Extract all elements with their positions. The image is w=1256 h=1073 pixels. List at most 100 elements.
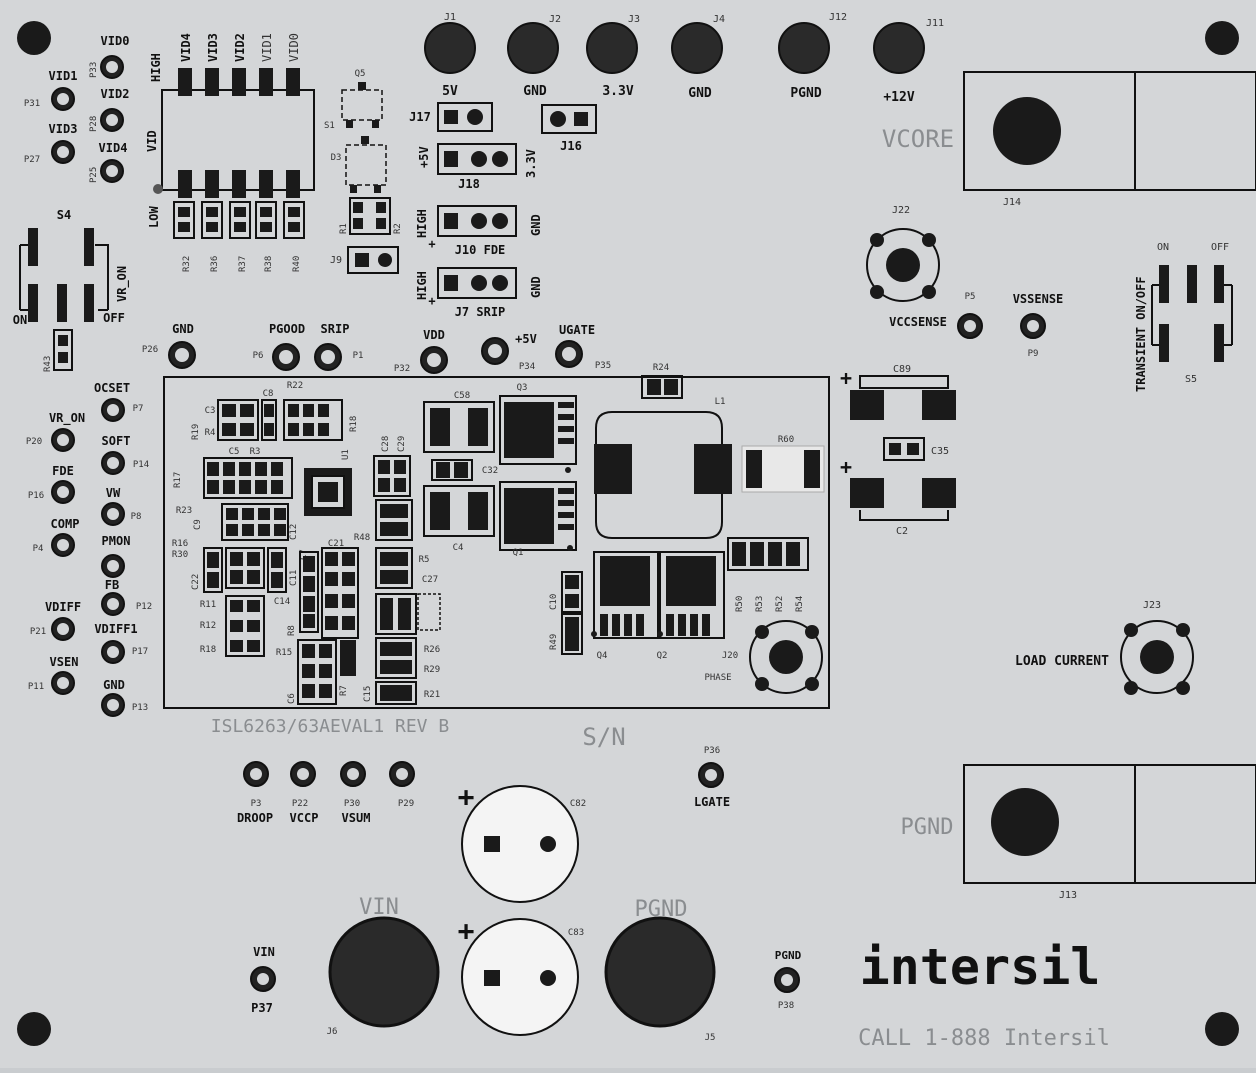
- probe-vid1[interactable]: VID1 P31: [24, 69, 78, 111]
- svg-text:R29: R29: [424, 665, 440, 675]
- low-label: LOW: [147, 206, 161, 228]
- svg-text:R18: R18: [200, 645, 216, 655]
- svg-text:C12: C12: [289, 524, 299, 540]
- svg-text:C82: C82: [570, 799, 586, 809]
- probe-vdd-p32[interactable]: VDD P32: [394, 328, 448, 374]
- svg-text:J23: J23: [1143, 600, 1161, 611]
- connector-j22-vccsense[interactable]: J22: [866, 205, 940, 302]
- switch-s4-vr-on[interactable]: S4 VR_ON ON OFF: [13, 208, 130, 327]
- svg-text:LOAD CURRENT: LOAD CURRENT: [1015, 654, 1109, 669]
- svg-text:FB: FB: [105, 578, 119, 592]
- svg-text:P36: P36: [704, 746, 720, 756]
- svg-text:R43: R43: [43, 356, 53, 372]
- svg-text:P4: P4: [33, 544, 44, 554]
- switch-s5-transient[interactable]: TRANSIENT ON/OFF ON OFF S5: [1134, 242, 1233, 392]
- probe-fde-p16[interactable]: FDE P16: [28, 464, 75, 504]
- svg-text:P38: P38: [778, 1001, 794, 1011]
- jumper-j10-fde[interactable]: HIGH + GND J10 FDE: [415, 205, 543, 257]
- connector-j2[interactable]: J2 GND: [507, 14, 561, 99]
- vid-label: VID: [145, 130, 159, 152]
- probe-vid2[interactable]: VID2 P28: [89, 87, 129, 132]
- probe-vccp-p22[interactable]: P22 VCCP: [290, 761, 319, 825]
- connector-j1[interactable]: J1 5V: [424, 12, 476, 99]
- svg-text:R5: R5: [419, 555, 430, 565]
- connector-label: PGND: [790, 86, 821, 101]
- probe-vin-p37[interactable]: VIN P37: [250, 945, 276, 1015]
- svg-text:PGOOD: PGOOD: [269, 322, 305, 336]
- probe-vw-p8[interactable]: VW P8: [101, 486, 141, 526]
- svg-text:P22: P22: [292, 799, 308, 809]
- terminal-pgnd-j5[interactable]: PGND J5: [604, 897, 716, 1043]
- svg-text:C22: C22: [191, 574, 201, 590]
- probe-vid0[interactable]: VID0 P33: [89, 34, 129, 79]
- connector-ref: J3: [628, 14, 640, 25]
- svg-text:HIGH: HIGH: [415, 271, 429, 300]
- connector-j4[interactable]: J4 GND: [671, 14, 725, 101]
- probe-vsen-p11[interactable]: VSEN P11: [28, 655, 79, 695]
- svg-text:Q4: Q4: [597, 651, 608, 661]
- probe-fb-p12[interactable]: FB P12: [101, 578, 152, 616]
- jumper-j17[interactable]: J17: [409, 102, 493, 132]
- svg-text:C4: C4: [453, 543, 464, 553]
- probe-vid3[interactable]: VID3 P27: [24, 122, 78, 165]
- svg-text:P25: P25: [89, 167, 99, 183]
- svg-text:+: +: [840, 455, 852, 479]
- probe-ocset-p7[interactable]: OCSET P7: [94, 381, 143, 422]
- svg-text:R40: R40: [292, 256, 302, 272]
- connector-label: +12V: [883, 90, 914, 105]
- svg-text:OCSET: OCSET: [94, 381, 130, 395]
- connector-j23-load-current[interactable]: J23 LOAD CURRENT: [1015, 600, 1194, 695]
- connector-j11[interactable]: J11 +12V: [873, 18, 944, 105]
- probe-vssense[interactable]: VSSENSE P9: [1013, 292, 1064, 359]
- svg-text:P6: P6: [253, 351, 264, 361]
- svg-text:VSSENSE: VSSENSE: [1013, 292, 1064, 306]
- probe-vsum-p30[interactable]: P30 VSUM: [340, 761, 370, 825]
- mounting-hole: [17, 1012, 51, 1046]
- probe-gnd-p13[interactable]: GND P13: [101, 678, 148, 717]
- terminal-pgnd-j13[interactable]: PGND J13: [901, 764, 1256, 901]
- vid-dip-switch-s1[interactable]: VID4 VID3 VID2 VID1 VID0 HIGH VID LOW S1: [145, 33, 335, 228]
- jumper-j18[interactable]: J18 +5V 3.3V: [417, 143, 538, 191]
- terminal-vin-j6[interactable]: VIN J6: [327, 895, 440, 1037]
- svg-text:+: +: [428, 237, 435, 251]
- probe-pgood-p6[interactable]: PGOOD P6: [253, 322, 305, 371]
- probe-vccsense[interactable]: VCCSENSE P5: [889, 292, 983, 339]
- probe-vr-on-p20[interactable]: VR_ON P20: [26, 411, 85, 452]
- probe-ugate-p35[interactable]: UGATE P35: [555, 323, 611, 371]
- probe-soft-p14[interactable]: SOFT P14: [101, 434, 150, 475]
- svg-text:VSEN: VSEN: [50, 655, 79, 669]
- probe-lgate-p36[interactable]: P36 LGATE: [694, 746, 730, 809]
- svg-text:P30: P30: [344, 799, 360, 809]
- probe-gnd-p26[interactable]: GND P26: [142, 322, 196, 369]
- jumper-j9[interactable]: J9: [330, 246, 399, 274]
- svg-text:J10 FDE: J10 FDE: [455, 243, 506, 257]
- svg-text:P21: P21: [30, 627, 46, 637]
- probe-pgnd-p38[interactable]: PGND P38: [774, 949, 802, 1011]
- svg-text:R50: R50: [735, 596, 745, 612]
- probe-srip-p1[interactable]: SRIP P1: [314, 322, 364, 371]
- svg-text:C11: C11: [289, 570, 299, 586]
- svg-text:C83: C83: [568, 928, 584, 938]
- probe-5v-p34[interactable]: +5V P34: [481, 332, 537, 372]
- svg-text:TRANSIENT ON/OFF: TRANSIENT ON/OFF: [1134, 276, 1148, 392]
- board-title: ISL6263/63AEVAL1 REV B: [211, 716, 449, 737]
- probe-p29[interactable]: P29: [389, 761, 415, 809]
- svg-text:P1: P1: [353, 351, 364, 361]
- jumper-j7-srip[interactable]: HIGH + GND J7 SRIP: [415, 267, 543, 319]
- connector-j12[interactable]: J12 PGND: [778, 12, 847, 101]
- jumper-j16[interactable]: J16: [541, 104, 597, 153]
- probe-vid4[interactable]: VID4 P25: [89, 141, 127, 183]
- probe-pmon-p10[interactable]: PMON: [101, 534, 131, 578]
- svg-text:Q2: Q2: [657, 651, 668, 661]
- svg-text:VDIFF1: VDIFF1: [94, 622, 137, 636]
- probe-vdiff1-p17[interactable]: VDIFF1 P17: [94, 622, 148, 664]
- probe-vdiff-p21[interactable]: VDIFF P21: [30, 600, 81, 641]
- probe-droop-p3[interactable]: P3 DROOP: [237, 761, 273, 825]
- connector-ref: J4: [713, 14, 725, 25]
- connector-j3[interactable]: J3 3.3V: [586, 14, 640, 99]
- terminal-vcore-j14[interactable]: VCORE J14: [882, 71, 1256, 208]
- probe-comp-p4[interactable]: COMP P4: [33, 517, 80, 557]
- svg-text:Q1: Q1: [513, 548, 524, 558]
- connector-j20-phase[interactable]: J20 PHASE: [704, 620, 823, 694]
